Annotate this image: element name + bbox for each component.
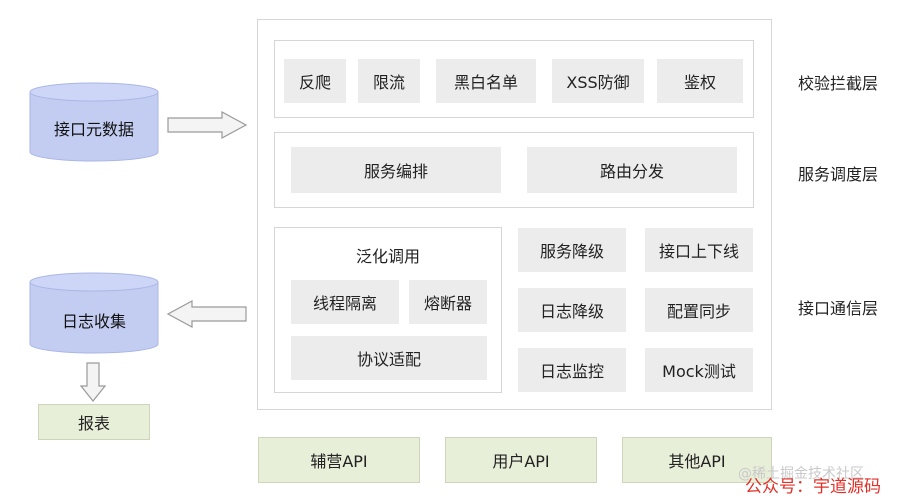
chip-label: XSS防御 <box>566 73 630 92</box>
comm-layer-label: 接口通信层 <box>798 299 879 318</box>
report-box: 报表 <box>38 404 150 440</box>
config-sync-chip: 配置同步 <box>645 288 753 332</box>
log-monitor-chip: 日志监控 <box>518 348 626 392</box>
metadata-label: 接口元数据 <box>53 120 134 139</box>
service-degrade-chip: 服务降级 <box>518 228 626 272</box>
log-collect-cylinder: 日志收集 <box>28 272 160 354</box>
chip-label: 线程隔离 <box>312 294 377 313</box>
api-label: 用户API <box>492 452 550 471</box>
log-collect-label: 日志收集 <box>61 312 126 331</box>
protocol-adapter-chip: 协议适配 <box>291 336 487 380</box>
arrow-down-icon <box>79 362 107 402</box>
schedule-layer-label: 服务调度层 <box>798 165 879 184</box>
chip-label: 配置同步 <box>666 302 731 321</box>
chip-label: 熔断器 <box>423 294 472 313</box>
metadata-cylinder: 接口元数据 <box>28 82 160 162</box>
thread-isolation-chip: 线程隔离 <box>291 280 399 324</box>
report-label: 报表 <box>77 414 110 433</box>
chip-label: 协议适配 <box>356 350 421 369</box>
chip-label: 路由分发 <box>599 162 664 181</box>
other-api-box: 其他API <box>622 437 772 483</box>
xss-defense-chip: XSS防御 <box>552 59 644 103</box>
arrow-right-icon <box>166 110 248 140</box>
api-label: 辅营API <box>310 452 368 471</box>
arrow-left-icon <box>166 299 248 329</box>
chip-label: 黑白名单 <box>453 73 518 92</box>
black-white-list-chip: 黑白名单 <box>436 59 536 103</box>
auxiliary-api-box: 辅营API <box>258 437 420 483</box>
account-watermark: 公众号：宇道源码 <box>745 477 881 497</box>
intercept-layer-label: 校验拦截层 <box>798 74 879 93</box>
mock-test-chip: Mock测试 <box>645 348 753 392</box>
chip-label: 日志监控 <box>539 362 604 381</box>
chip-label: 鉴权 <box>683 73 716 92</box>
anti-crawl-chip: 反爬 <box>284 59 346 103</box>
chip-label: 服务编排 <box>363 162 428 181</box>
chip-label: 日志降级 <box>539 302 604 321</box>
api-label: 其他API <box>668 452 726 471</box>
community-watermark: @稀土掘金技术社区 <box>738 466 864 482</box>
chip-label: Mock测试 <box>662 362 736 381</box>
api-online-offline-chip: 接口上下线 <box>645 228 753 272</box>
chip-label: 接口上下线 <box>658 242 739 261</box>
user-api-box: 用户API <box>445 437 597 483</box>
auth-chip: 鉴权 <box>657 59 743 103</box>
chip-label: 限流 <box>372 73 405 92</box>
chip-label: 服务降级 <box>539 242 604 261</box>
rate-limit-chip: 限流 <box>358 59 420 103</box>
chip-label: 反爬 <box>298 73 331 92</box>
generalize-title: 泛化调用 <box>355 247 420 266</box>
orchestration-chip: 服务编排 <box>291 147 501 193</box>
log-degrade-chip: 日志降级 <box>518 288 626 332</box>
circuit-breaker-chip: 熔断器 <box>409 280 487 324</box>
routing-chip: 路由分发 <box>527 147 737 193</box>
